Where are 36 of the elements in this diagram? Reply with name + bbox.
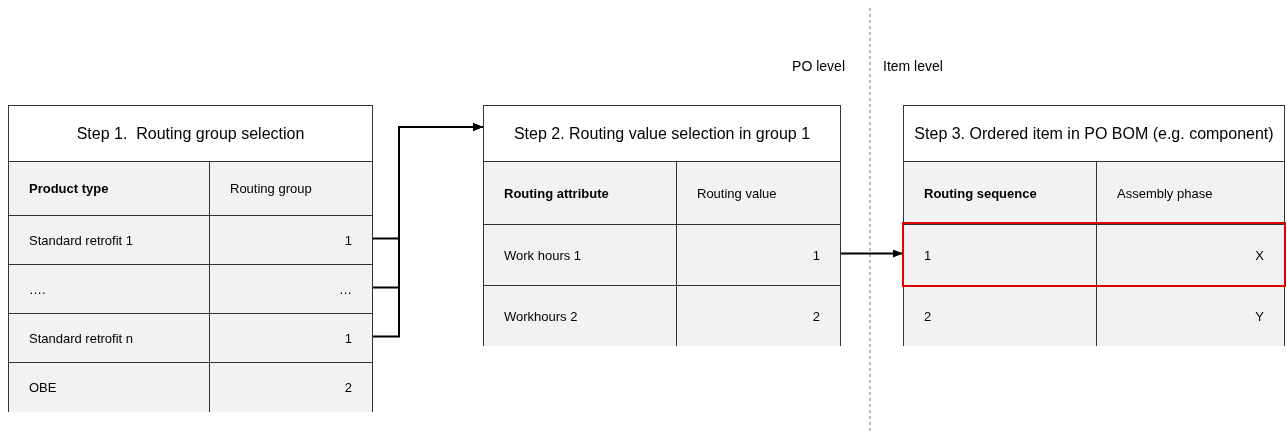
table-title: Step 2. Routing value selection in group 1	[512, 123, 812, 144]
table-row	[9, 313, 372, 362]
header-row	[484, 161, 840, 224]
table	[8, 105, 373, 412]
arrow	[840, 249, 904, 258]
table-cell: 2	[209, 363, 372, 412]
table-cell-text: Routing sequence	[923, 184, 1038, 203]
table-title: Step 1. Routing group selection	[75, 123, 306, 144]
table-cell-text: Product type	[28, 180, 110, 198]
table	[903, 105, 1285, 346]
level-label: Item level	[883, 58, 943, 74]
table-row	[484, 224, 840, 285]
table-cell-text: Standard retrofit n	[28, 329, 135, 348]
table-row	[9, 215, 372, 264]
arrow	[372, 123, 484, 338]
table	[483, 105, 841, 346]
table-cell: Y	[1096, 286, 1284, 346]
table-cell-text: ….	[28, 280, 47, 299]
table-row	[904, 224, 1284, 285]
level-label: PO level	[791, 58, 845, 74]
table-title: Step 3. Ordered item in PO BOM (e.g. component)	[913, 123, 1275, 144]
table-row	[904, 285, 1284, 346]
table-cell-text: 1	[923, 246, 933, 265]
header-row	[904, 161, 1284, 224]
table-cell-text: Routing attribute	[503, 184, 610, 203]
table-row	[9, 264, 372, 313]
table-row	[484, 285, 840, 346]
table-cell-text: 2	[923, 307, 933, 326]
header-row	[9, 161, 372, 215]
table-cell-text: Work hours 1	[503, 246, 583, 265]
table-cell-text: OBE	[28, 379, 58, 397]
table-cell-text: Workhours 2	[503, 307, 579, 326]
table-cell: 2	[676, 286, 840, 346]
table-cell-text: Standard retrofit 1	[28, 231, 135, 250]
table-cell: X	[1096, 225, 1284, 285]
table-row	[9, 362, 372, 412]
